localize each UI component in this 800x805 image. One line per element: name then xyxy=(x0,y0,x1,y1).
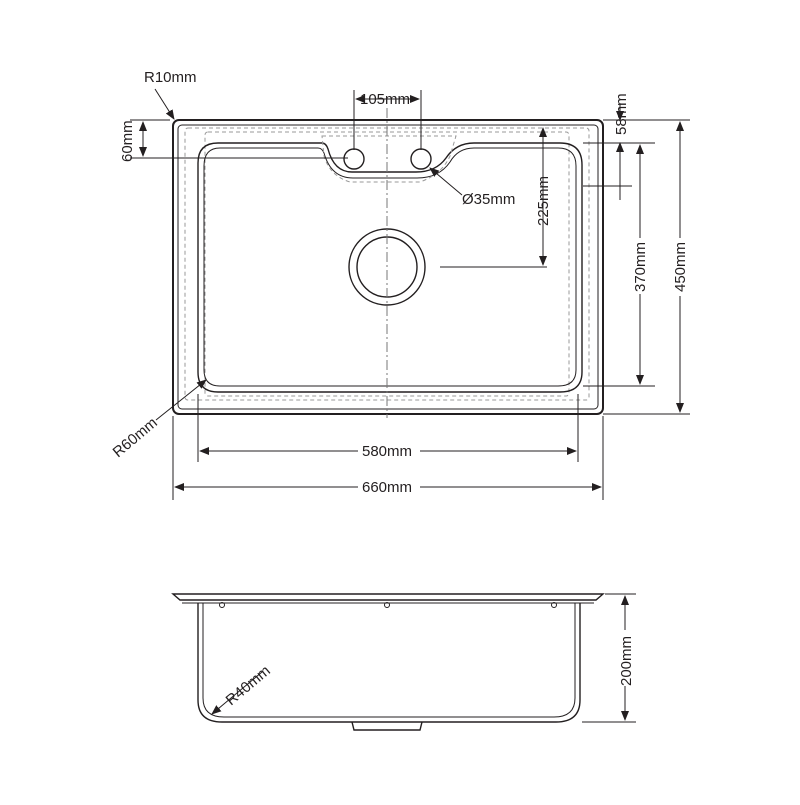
tap-diameter-label: Ø35mm xyxy=(462,191,515,208)
dim-58: 58mm xyxy=(583,93,655,200)
side-waste xyxy=(351,721,423,731)
rim-depth-label: 58mm xyxy=(613,93,630,135)
clip-hole-left xyxy=(219,602,225,608)
bowl-height-label: 200mm xyxy=(618,636,635,686)
tap-offset-label: 60mm xyxy=(119,120,136,162)
r10-label: R10mm xyxy=(144,69,197,86)
tap-hole-left xyxy=(343,148,365,170)
dim-580: 580mm xyxy=(197,394,579,462)
tap-spacing-label: 105mm xyxy=(360,91,410,108)
overall-depth-label: 450mm xyxy=(672,242,689,292)
dim-225: 225mm xyxy=(535,127,552,266)
dim-370: 370mm xyxy=(583,144,655,387)
bowl-radius-label: R60mm xyxy=(110,414,161,461)
dim-35: Ø35mm xyxy=(429,167,515,208)
tap-hole-right xyxy=(410,148,432,170)
bowl-outline-inner xyxy=(203,147,577,387)
side-bowl-inner xyxy=(202,603,576,718)
tap-deck-outline xyxy=(321,135,457,183)
dim-r10: R10mm xyxy=(144,69,197,120)
clip-hole-center xyxy=(384,602,390,608)
sink-outer-rim xyxy=(172,119,604,415)
side-bowl-outline xyxy=(197,603,581,723)
dim-450: 450mm xyxy=(603,119,690,415)
dim-r60: R60mm xyxy=(110,379,207,461)
bowl-depth-label: 370mm xyxy=(632,242,649,292)
dim-200: 200mm xyxy=(582,593,636,723)
dim-60: 60mm xyxy=(119,119,348,162)
dim-660: 660mm xyxy=(172,416,604,500)
base-radius-label: R40mm xyxy=(223,662,274,709)
side-view: R40mm 200mm xyxy=(171,593,636,731)
dim-r40: R40mm xyxy=(211,662,274,715)
side-flange xyxy=(171,593,605,601)
bowl-width-label: 580mm xyxy=(362,443,412,460)
dim-105: 105mm xyxy=(353,90,422,150)
plan-view: R10mm 105mm 60mm Ø35mm 225mm xyxy=(110,69,690,500)
overall-width-label: 660mm xyxy=(362,479,412,496)
waste-offset-label: 225mm xyxy=(535,176,552,226)
sink-inner-rim xyxy=(177,124,599,410)
clip-hole-right xyxy=(551,602,557,608)
